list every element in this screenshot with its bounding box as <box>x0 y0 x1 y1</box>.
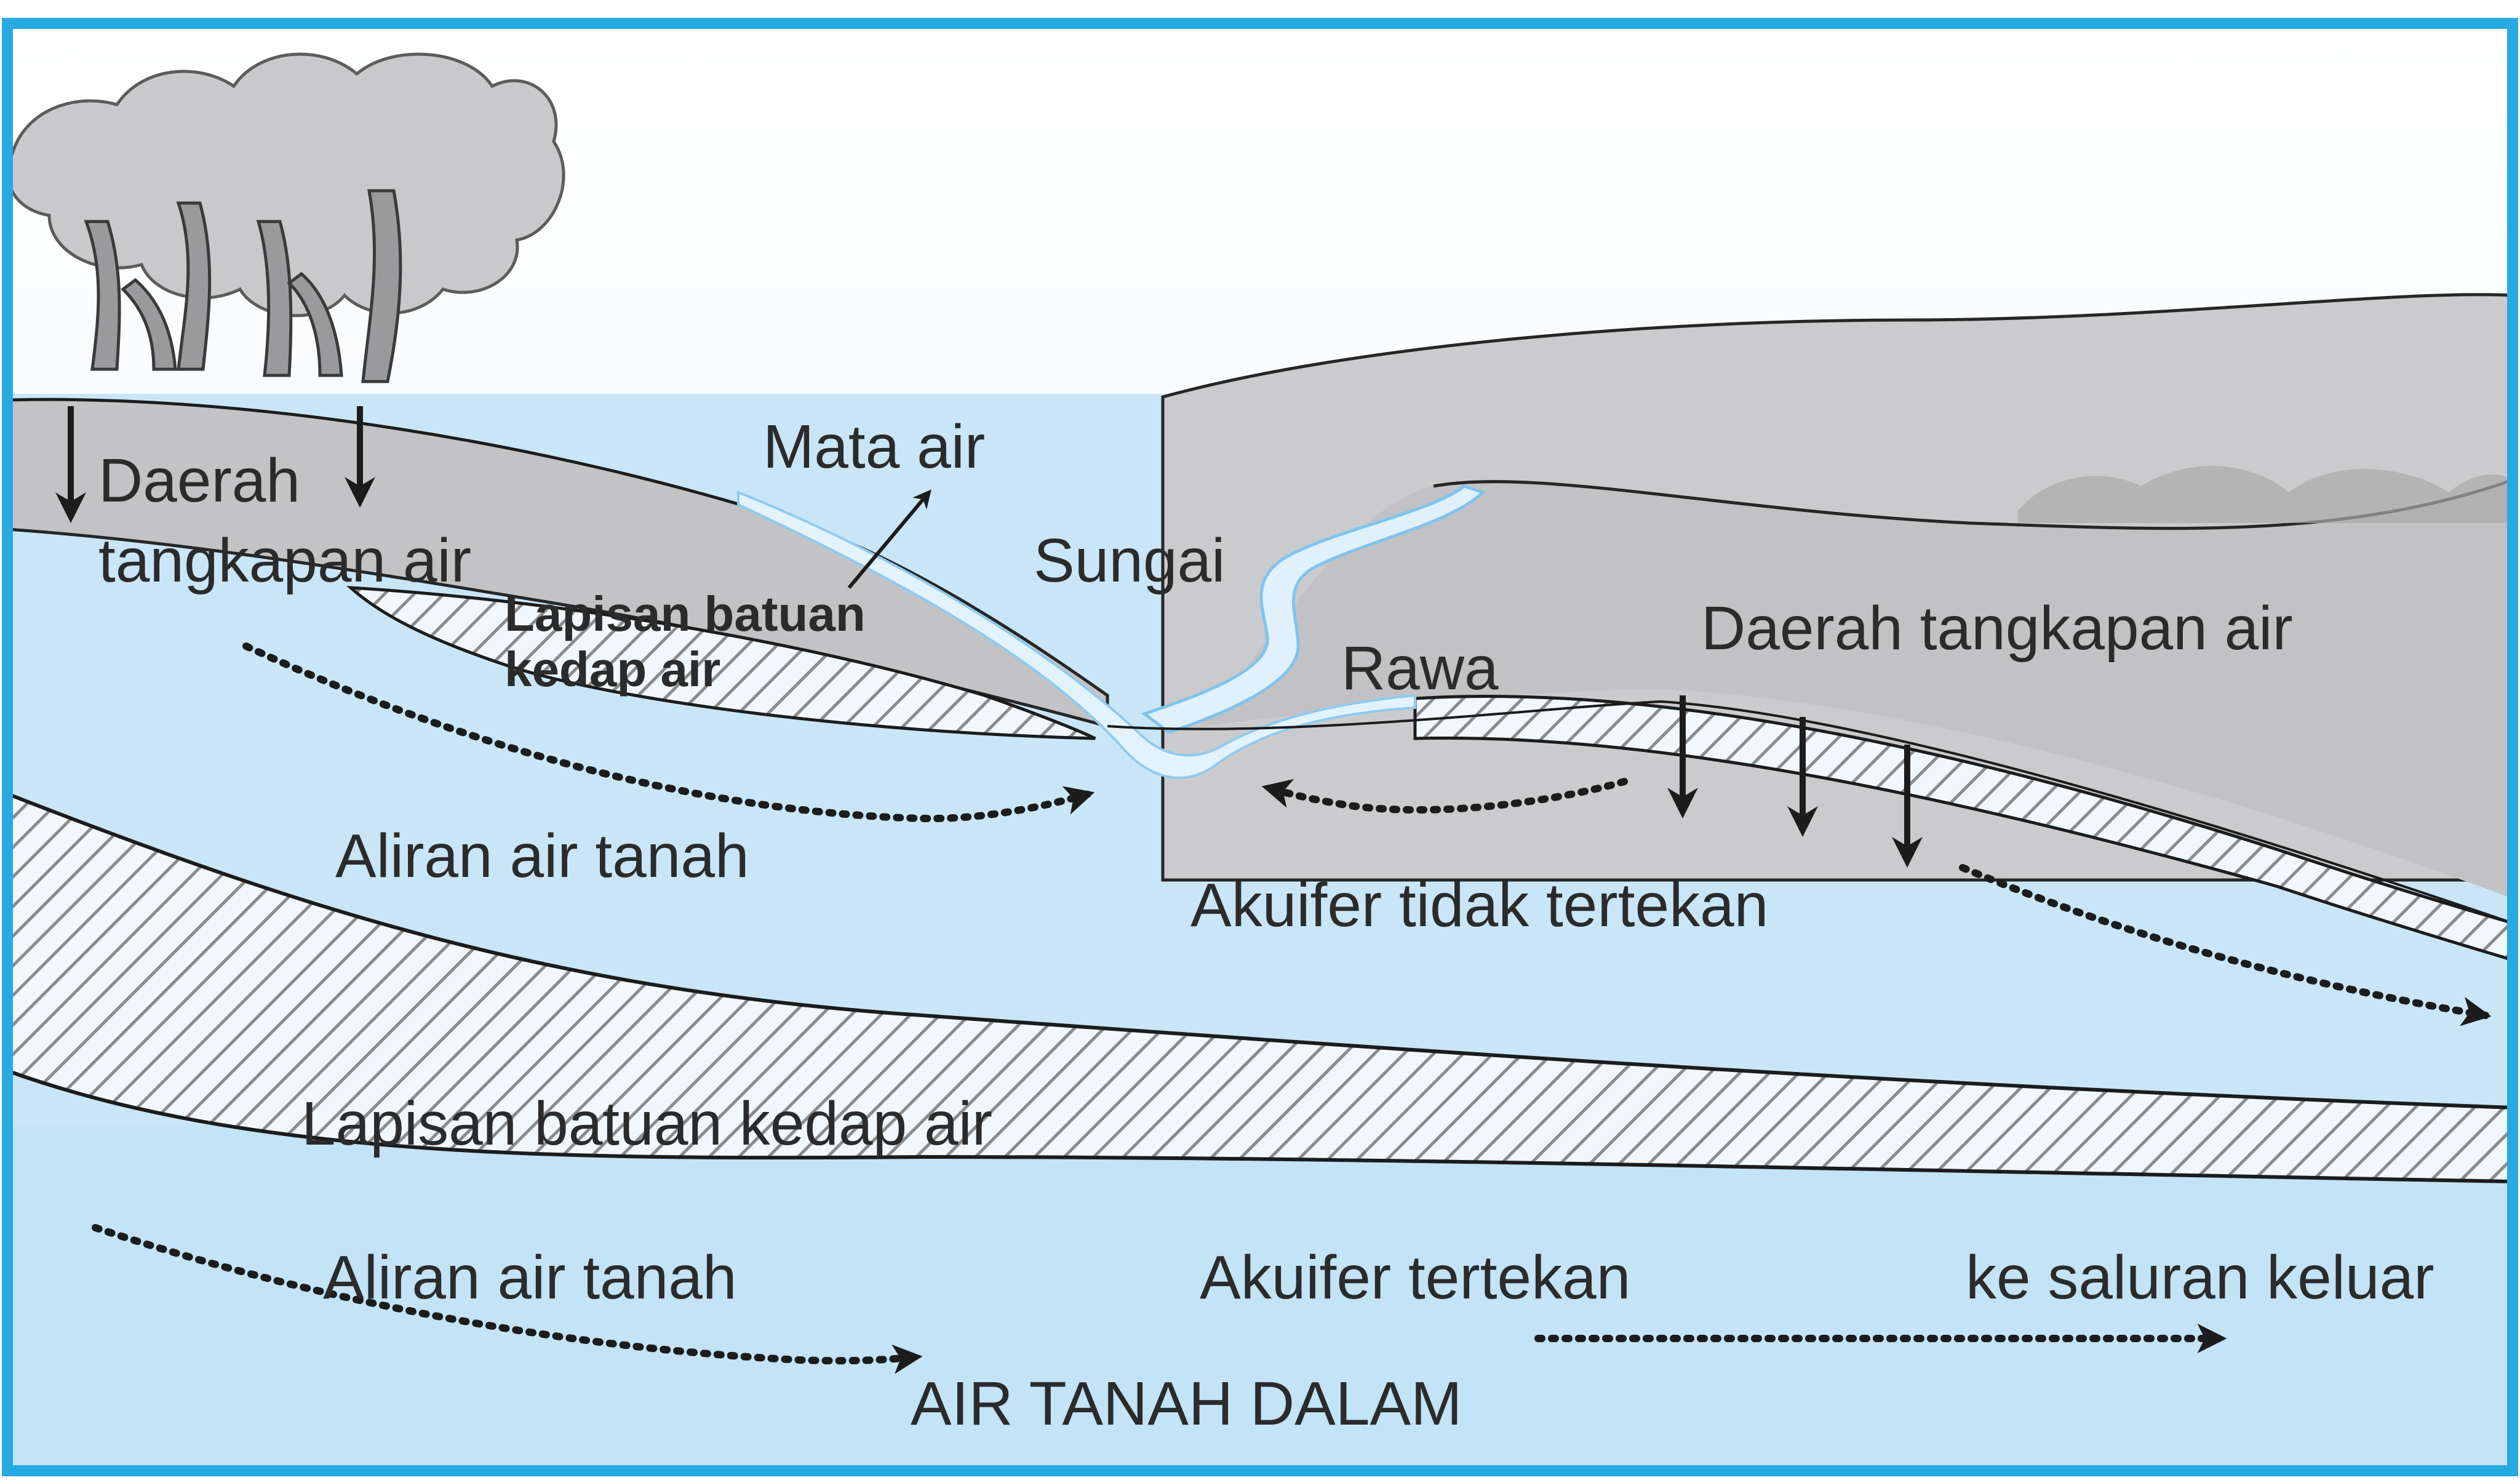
label-aliran-upper: Aliran air tanah <box>335 822 749 890</box>
recharge-arrows <box>1667 695 1923 868</box>
dotted-arrow-icon <box>92 642 2492 1374</box>
label-tangkapan-air-left: tangkapan air <box>98 526 471 595</box>
tree-icon <box>6 52 565 383</box>
confined-aquifer <box>7 1126 2513 1471</box>
label-air-tanah-dalam: AIR TANAH DALAM <box>911 1369 1462 1438</box>
right-hill-land <box>1200 480 2513 898</box>
mata-air-pointer <box>847 489 931 589</box>
surface-line <box>7 398 800 524</box>
distant-shrubs <box>2018 466 2513 523</box>
label-daerah: Daerah <box>98 446 300 515</box>
impermeable-lens <box>346 586 1096 740</box>
diagram-frame <box>2 18 2518 1476</box>
label-lapisan-main: Lapisan batuan kedap air <box>301 1089 992 1158</box>
river-sungai <box>1141 484 1486 734</box>
valley-ground-line <box>1107 700 2513 924</box>
label-sungai: Sungai <box>1034 526 1225 595</box>
label-daerah-tangkapan-right: Daerah tangkapan air <box>1701 594 2293 663</box>
label-lapisan-small-2: kedap air <box>504 642 720 697</box>
label-mata-air: Mata air <box>763 412 985 481</box>
label-lapisan-small-1: Lapisan batuan <box>504 586 866 641</box>
label-rawa: Rawa <box>1341 634 1499 703</box>
label-akuifer-tertekan: Akuifer tertekan <box>1200 1243 1630 1312</box>
arrow-down-icon <box>55 406 375 523</box>
river-channel <box>737 490 1416 779</box>
label-aliran-lower: Aliran air tanah <box>323 1243 737 1312</box>
label-ke-saluran: ke saluran keluar <box>1966 1243 2434 1312</box>
label-akuifer-tidak: Akuifer tidak tertekan <box>1190 871 1768 940</box>
